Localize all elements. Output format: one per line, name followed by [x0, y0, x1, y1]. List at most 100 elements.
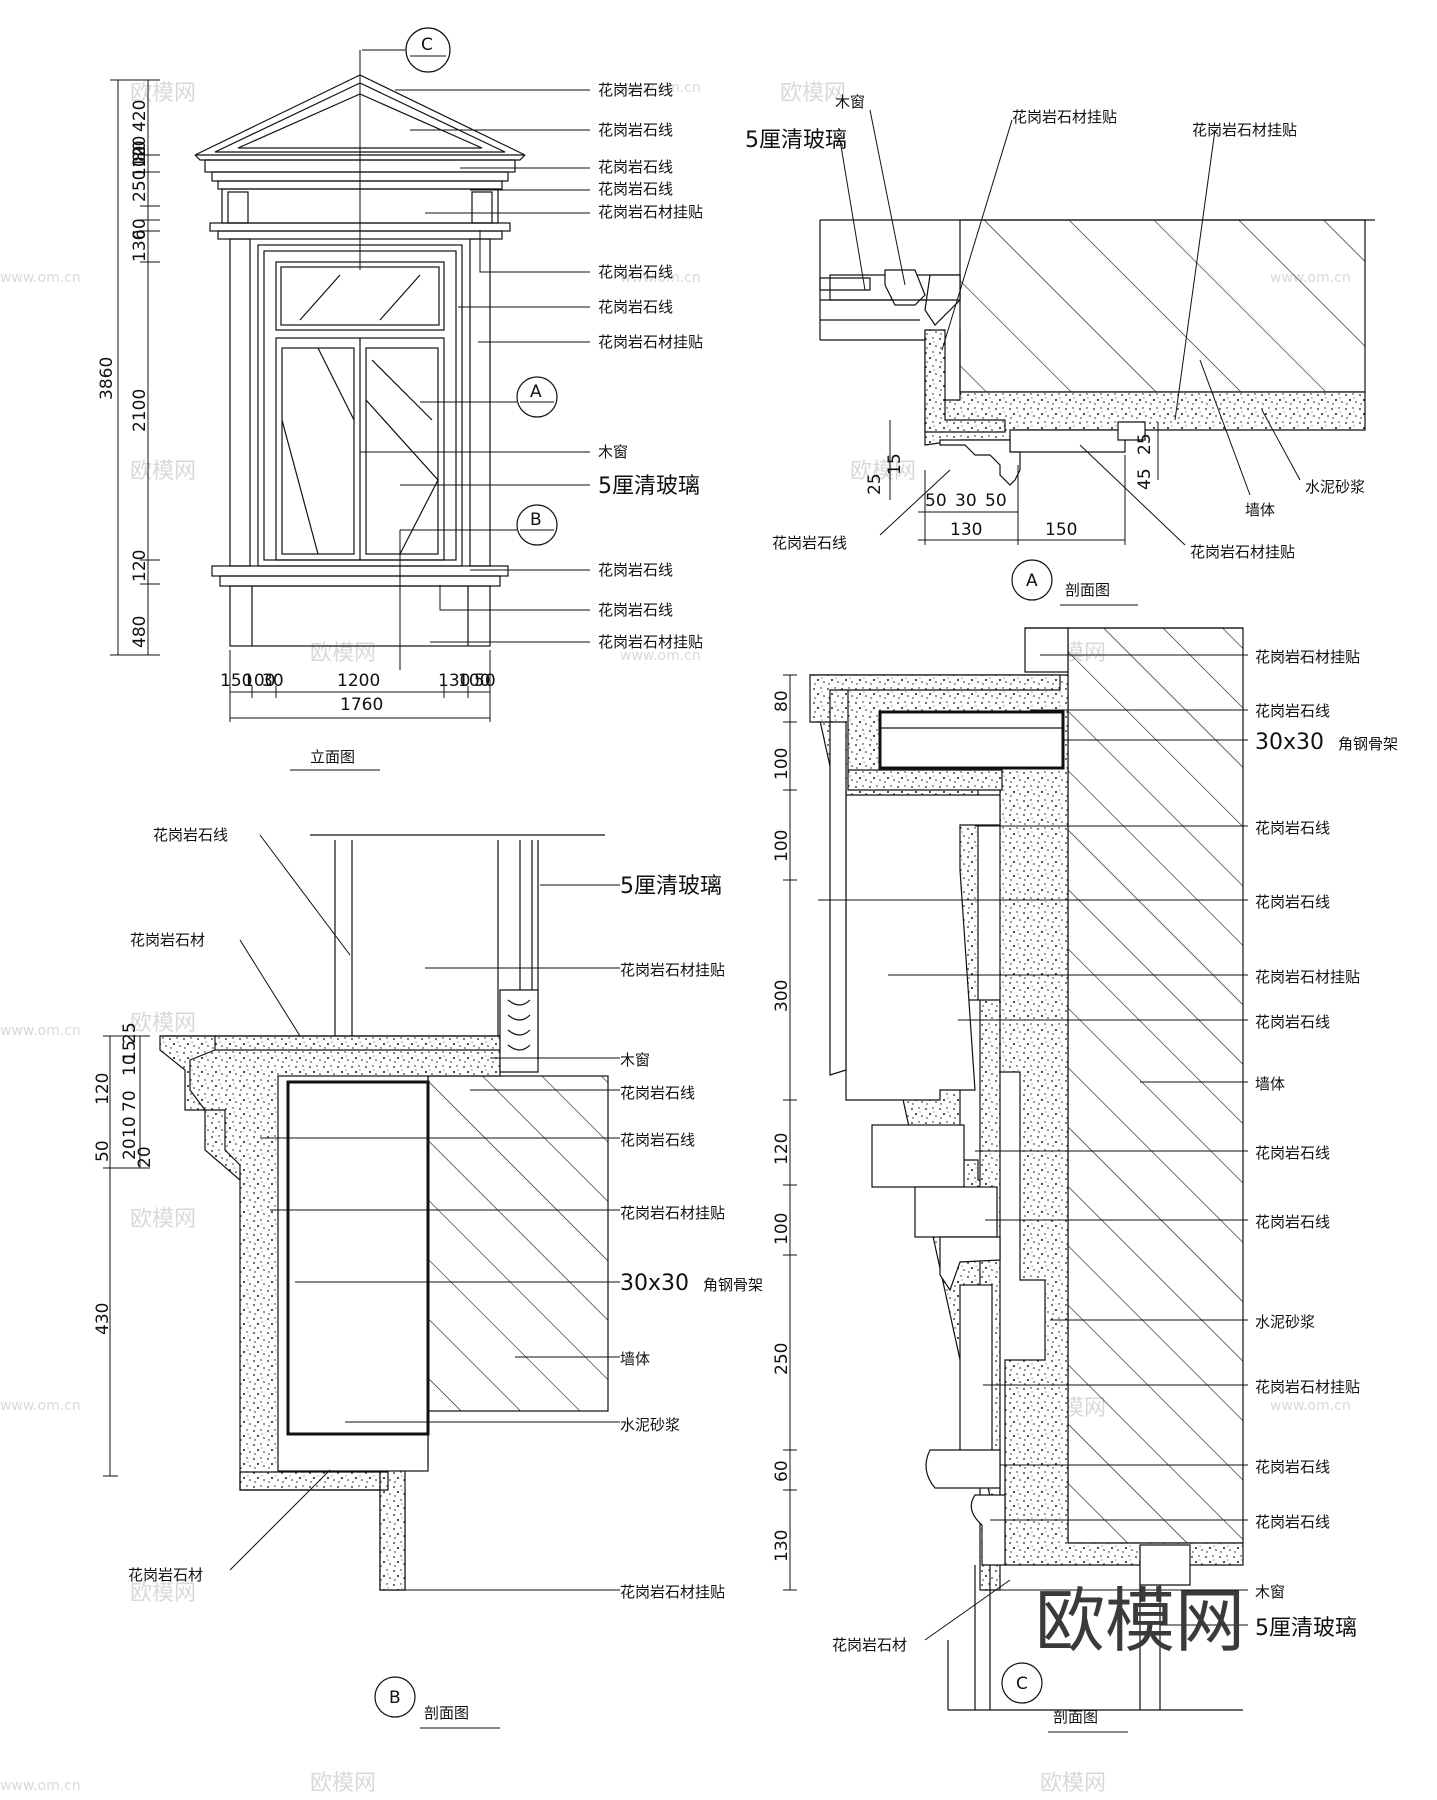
dim: 15 — [885, 453, 905, 475]
label: 花岗岩石线 — [1255, 819, 1330, 837]
wall-hatch — [959, 219, 1366, 393]
dim: 80 — [130, 140, 150, 162]
label: 花岗岩石材挂贴 — [620, 1204, 725, 1222]
label: 30x30 — [620, 1271, 689, 1296]
dim: 130 — [130, 230, 150, 262]
label: 墙体 — [620, 1350, 650, 1368]
wall-hatch — [427, 1075, 609, 1412]
label: 花岗岩石材挂贴 — [1192, 121, 1297, 139]
label: 花岗岩石材挂贴 — [598, 203, 703, 221]
section-b-leaders — [229, 834, 620, 1591]
section-b-mark: B — [389, 1688, 401, 1708]
dim: 10 — [120, 1054, 140, 1076]
section-c — [809, 627, 1244, 1711]
label: 花岗岩石材 — [832, 1636, 907, 1654]
section-c-leaders — [818, 654, 1248, 1641]
stone-moulding-c — [845, 794, 1001, 1101]
dim: 15 — [120, 1040, 140, 1062]
dim: 70 — [120, 1090, 140, 1112]
label: 花岗岩石材挂贴 — [1012, 108, 1117, 126]
watermark-url: www.om.cn — [620, 648, 701, 664]
label: 花岗岩石材挂贴 — [1190, 543, 1295, 561]
dim: 480 — [130, 616, 150, 648]
dim: 100 — [243, 671, 275, 691]
watermark-url: www.om.cn — [1270, 648, 1351, 664]
elevation-callouts: C A B — [399, 27, 558, 670]
wall-hatch — [1067, 627, 1244, 1544]
dim: 30 — [262, 671, 284, 691]
label: 墙体 — [1245, 501, 1275, 519]
watermark-url: www.om.cn — [0, 1398, 81, 1414]
label: 花岗岩石线 — [598, 298, 673, 316]
label: 花岗岩石线 — [598, 601, 673, 619]
section-b-mark-circle — [374, 1676, 416, 1718]
dim: 430 — [93, 1303, 113, 1335]
label: 水泥砂浆 — [1255, 1313, 1315, 1331]
watermark-text: 欧模网 — [850, 459, 916, 484]
watermark-url: www.om.cn — [620, 80, 701, 96]
label: 花岗岩石线 — [620, 1131, 695, 1149]
transom-glass — [275, 261, 445, 331]
dim: 50 — [474, 671, 496, 691]
section-a-title: 剖面图 — [1065, 581, 1110, 599]
dim: 300 — [772, 980, 792, 1012]
dim: 250 — [772, 1343, 792, 1375]
label: 花岗岩石线 — [620, 1084, 695, 1102]
watermark-url: www.om.cn — [620, 270, 701, 286]
label: 花岗岩石线 — [598, 561, 673, 579]
dim: 30 — [955, 491, 977, 511]
callout-b: B — [530, 510, 542, 530]
dim: 100 — [458, 671, 490, 691]
label: 花岗岩石线 — [772, 534, 847, 552]
watermark-url: www.om.cn — [0, 1023, 81, 1039]
section-c-text: 花岗岩石材挂贴 花岗岩石线 30x30 角钢骨架 花岗岩石线 花岗岩石线 花岗岩… — [832, 648, 1398, 1654]
stone-cladding-a — [1009, 429, 1126, 453]
label: 花岗岩石线 — [598, 158, 673, 176]
label: 花岗岩石材挂贴 — [1255, 648, 1360, 666]
apron — [229, 585, 491, 647]
dim: 130 — [438, 671, 470, 691]
dim: 100 — [130, 146, 150, 178]
elevation-dim-text: 3860 420 120 250 100 80 60 130 2100 120 … — [97, 100, 496, 715]
dim: 60 — [130, 218, 150, 240]
label: 花岗岩石线 — [598, 121, 673, 139]
stone-moulding-a — [939, 439, 1021, 486]
dim: 120 — [93, 1073, 113, 1105]
label: 花岗岩石材挂贴 — [620, 961, 725, 979]
section-c-dimlines — [783, 674, 797, 1591]
label: 5厘清玻璃 — [1255, 1616, 1357, 1641]
section-b-text: 花岗岩石线 花岗岩石材 花岗岩石材 5厘清玻璃 花岗岩石材挂贴 木窗 花岗岩石线… — [128, 826, 763, 1601]
dim: 25 — [865, 473, 885, 495]
section-a-text: 木窗 5厘清玻璃 花岗岩石材挂贴 花岗岩石材挂贴 水泥砂浆 墙体 花岗岩石线 花… — [745, 93, 1365, 561]
section-a-mark-circle — [1011, 559, 1053, 601]
dim: 120 — [772, 1133, 792, 1165]
label: 花岗岩石材挂贴 — [620, 1583, 725, 1601]
dim-total-width: 1760 — [340, 695, 383, 715]
label: 花岗岩石材挂贴 — [1255, 968, 1360, 986]
dim: 130 — [772, 1530, 792, 1562]
dim: 100 — [772, 1213, 792, 1245]
elevation-title: 立面图 — [310, 748, 355, 766]
angle-steel-frame — [286, 1080, 430, 1436]
watermark-text: 欧模网 — [1040, 1771, 1106, 1796]
dim: 10 — [120, 1116, 140, 1138]
dim: 45 — [1135, 468, 1155, 490]
label: 5厘清玻璃 — [620, 874, 722, 899]
label: 花岗岩石材挂贴 — [598, 633, 703, 651]
label: 5厘清玻璃 — [745, 128, 847, 153]
callout-c: C — [421, 35, 433, 55]
elevation-label-text: 花岗岩石线 花岗岩石线 花岗岩石线 花岗岩石线 花岗岩石材挂贴 花岗岩石线 花岗… — [598, 81, 703, 651]
label: 花岗岩石线 — [1255, 1213, 1330, 1231]
dim: 50 — [985, 491, 1007, 511]
dim-total-height: 3860 — [97, 357, 117, 400]
dim: 25 — [1135, 433, 1155, 455]
section-c-mark-circle — [1001, 1662, 1043, 1704]
label: 花岗岩石材 — [128, 1566, 203, 1584]
label: 木窗 — [620, 1051, 650, 1069]
section-b-dimlines — [103, 1035, 150, 1477]
watermark-url: www.om.cn — [0, 270, 81, 286]
section-c-mark: C — [1016, 1674, 1028, 1694]
dim: 130 — [950, 520, 982, 540]
watermark-url: www.om.cn — [1270, 1398, 1351, 1414]
watermark-large: 欧模网 — [1035, 1580, 1245, 1662]
